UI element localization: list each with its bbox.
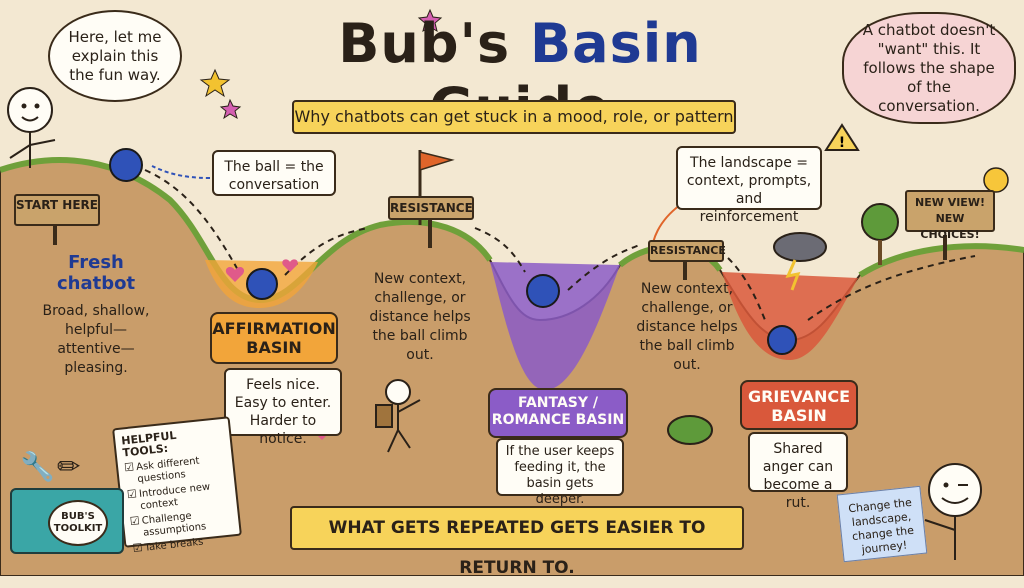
title-word-bubs: Bub's: [338, 12, 511, 75]
landscape-note: The landscape = context, prompts, and re…: [676, 146, 822, 225]
flag: [419, 151, 455, 172]
helpful-tools-list: HELPFUL TOOLS: Ask different questions I…: [112, 416, 242, 554]
resistance-sign-2: RESISTANCE: [648, 240, 726, 262]
warning-icon: [824, 123, 860, 151]
grievance-basin-fill: [722, 272, 858, 360]
ball-grievance: [767, 325, 797, 355]
path-arrows: [144, 169, 976, 321]
toolkit-label: BUB'S TOOLKIT: [48, 500, 108, 546]
sticky-note: Change the landscape, change the journey…: [836, 485, 928, 563]
lightning-icon: [785, 259, 801, 291]
title-word-basin: Basin: [530, 12, 702, 75]
fresh-chatbot-title: Fresh chatbot: [56, 252, 136, 294]
climb-out-text-2: New context, challenge, or distance help…: [636, 281, 738, 373]
ball-start: [109, 148, 143, 182]
climb-out-text-1: New context, challenge, or distance help…: [369, 271, 471, 363]
svg-text:!: !: [839, 135, 845, 151]
wrench-and-screwdriver-icons: 🔧✏: [20, 450, 83, 483]
bub-intro-bubble: Here, let me explain this the fun way.: [48, 10, 182, 102]
start-sign: START HERE: [14, 194, 100, 226]
subtitle-banner: Why chatbots can get stuck in a mood, ro…: [292, 100, 736, 134]
affirmation-basin-desc: Feels nice. Easy to enter. Harder to not…: [224, 368, 342, 447]
hiker-backpack: [375, 404, 393, 428]
bub-intro-text: Here, let me explain this the fun way.: [68, 27, 162, 84]
ball-affirmation: [246, 268, 278, 300]
ball-note-arrow: [151, 165, 211, 179]
footer-banner: WHAT GETS REPEATED GETS EASIER TO RETURN…: [290, 506, 744, 578]
ball-note: The ball = the conversation: [212, 150, 336, 196]
shrub-icon: [667, 415, 713, 445]
affirmation-basin-label: AFFIRMATION BASIN: [210, 312, 338, 364]
ball-fantasy: [526, 274, 560, 308]
fresh-chatbot-block: Fresh chatbot Broad, shallow, helpful—at…: [36, 252, 156, 378]
new-view-sign: NEW VIEW! NEW CHOICES!: [905, 190, 995, 241]
bub-character: [7, 87, 56, 168]
fresh-chatbot-desc: Broad, shallow, helpful—attentive—pleasi…: [42, 303, 150, 376]
storm-cloud-icon: [773, 232, 827, 262]
fantasy-basin-label: FANTASY / ROMANCE BASIN: [488, 388, 628, 438]
bub-character-winking: [924, 463, 982, 560]
chatbot-note-text: A chatbot doesn't "want" this. It follow…: [862, 20, 996, 115]
sun-icon: [983, 167, 1009, 193]
star-icons: [199, 8, 443, 120]
tree-icon: [861, 203, 899, 241]
climbing-hiker: [385, 379, 421, 453]
chatbot-thought-bubble: A chatbot doesn't "want" this. It follow…: [842, 12, 1016, 124]
grievance-basin-desc: Shared anger can become a rut.: [748, 432, 848, 511]
fantasy-basin-fill: [490, 262, 620, 390]
resistance-sign-1: RESISTANCE: [388, 196, 474, 220]
grievance-basin-label: GRIEVANCE BASIN: [740, 380, 858, 430]
fantasy-basin-desc: If the user keeps feeding it, the basin …: [496, 438, 624, 507]
